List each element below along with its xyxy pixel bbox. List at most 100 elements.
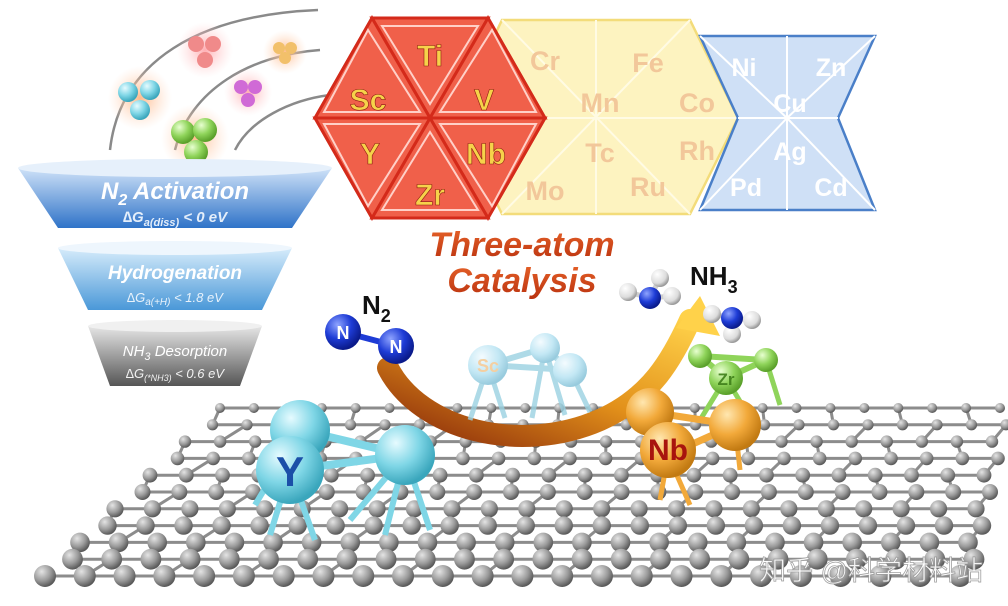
carbon-atom xyxy=(705,500,723,518)
carbon-atom xyxy=(153,565,176,587)
reaction-arrowhead xyxy=(676,296,720,336)
y-cluster: Y xyxy=(252,400,435,542)
carbon-atom xyxy=(572,532,592,553)
carbon-atom xyxy=(908,484,925,500)
carbon-atom xyxy=(726,532,747,553)
carbon-atom xyxy=(1000,419,1008,431)
carbon-atom xyxy=(248,403,259,413)
carbon-atom xyxy=(402,516,421,535)
carbon-atom xyxy=(215,467,230,483)
nh3-desorption-title: NH3 Desorption xyxy=(123,343,228,363)
carbon-atom xyxy=(904,467,919,483)
carbon-atom xyxy=(991,451,1005,466)
carbon-atom xyxy=(967,500,985,518)
carbon-atom xyxy=(670,565,693,587)
carbon-atom xyxy=(242,451,256,466)
carbon-atom xyxy=(34,565,56,587)
carbon-atom xyxy=(142,467,158,483)
carbon-atom xyxy=(795,467,811,483)
carbon-atom xyxy=(744,516,764,535)
carbon-atom xyxy=(915,435,929,448)
carbon-atom xyxy=(213,435,227,448)
y-atom xyxy=(256,436,324,504)
element-cu: Cu xyxy=(773,90,806,118)
carbon-atom xyxy=(224,532,245,553)
carbon-atom xyxy=(965,419,978,431)
carbon-atom xyxy=(170,451,185,466)
carbon-atom xyxy=(985,435,999,448)
carbon-atom xyxy=(593,500,611,518)
element-sc: Sc xyxy=(350,84,387,117)
n2-activation-title: N2 Activation xyxy=(101,178,249,209)
carbon-atom xyxy=(976,467,992,483)
carbon-atom xyxy=(208,484,225,500)
sc-atom-label: Sc xyxy=(477,356,499,376)
catalysis-title: Three-atom Catalysis xyxy=(429,226,614,300)
carbon-atom xyxy=(98,516,117,535)
carbon-atom xyxy=(846,548,867,570)
carbon-atom xyxy=(375,548,397,570)
nb-atom xyxy=(640,422,696,478)
n-atom-1-label: N xyxy=(337,323,350,343)
carbon-atom xyxy=(186,532,206,553)
n2-activation-condition: ∆Ga(diss) < 0 eV xyxy=(123,209,229,229)
element-zr: Zr xyxy=(415,179,445,212)
carbon-atom xyxy=(466,484,483,500)
carbon-atom xyxy=(759,467,774,483)
carbon-atom xyxy=(896,516,916,535)
carbon-atom xyxy=(350,403,361,413)
carbon-atom xyxy=(248,435,262,448)
carbon-atom xyxy=(630,500,648,518)
carbon-atom xyxy=(456,532,476,553)
carbon-atom xyxy=(193,565,216,587)
carbon-atom xyxy=(468,467,484,483)
h-atom xyxy=(743,311,761,329)
element-cd: Cd xyxy=(814,174,847,202)
element-y: Y xyxy=(360,138,380,171)
n-atom-2-label: N xyxy=(390,337,403,357)
carbon-atom xyxy=(650,548,671,570)
carbon-atom xyxy=(331,500,349,518)
carbon-atom xyxy=(884,451,898,466)
carbon-atom xyxy=(454,548,475,570)
catalysis-title-line1: Three-atom xyxy=(429,226,614,264)
carbon-atom xyxy=(728,548,750,570)
carbon-atom xyxy=(934,516,954,535)
carbon-atom xyxy=(827,419,840,431)
carbon-atom xyxy=(323,467,339,483)
reaction-arrow xyxy=(377,309,701,447)
carbon-atom xyxy=(502,484,519,500)
carbon-atom xyxy=(263,532,283,553)
carbon-atom xyxy=(869,565,892,587)
carbon-atom xyxy=(318,484,335,500)
carbon-atom xyxy=(136,516,155,535)
carbon-atom xyxy=(344,419,357,431)
carbon-atom xyxy=(478,516,497,535)
carbon-atom xyxy=(885,548,907,570)
sc-atom-2 xyxy=(530,333,560,363)
carbon-atom xyxy=(520,403,531,413)
carbon-atom xyxy=(471,565,494,587)
carbon-atom xyxy=(527,451,542,466)
carbon-atom xyxy=(212,516,231,535)
hydrogenation-title: Hydrogenation xyxy=(108,263,242,284)
element-pd: Pd xyxy=(730,174,762,202)
carbon-atom xyxy=(862,419,874,431)
carbon-atom xyxy=(687,484,704,500)
carbon-atom xyxy=(803,532,824,553)
carbon-atom xyxy=(829,565,852,587)
carbon-atom xyxy=(590,565,613,587)
carbon-atom xyxy=(961,403,972,413)
carbon-atom xyxy=(810,435,823,448)
carbon-atom xyxy=(758,419,771,431)
carbon-atom xyxy=(143,500,162,518)
carbon-atom xyxy=(848,451,863,466)
nh3-molecule-1 xyxy=(619,269,681,309)
carbon-atom xyxy=(206,451,220,466)
carbon-atom xyxy=(480,500,498,518)
carbon-atom xyxy=(777,451,791,466)
carbon-atom xyxy=(963,548,985,570)
carbon-atom xyxy=(667,500,686,518)
carbon-atom xyxy=(491,451,506,466)
